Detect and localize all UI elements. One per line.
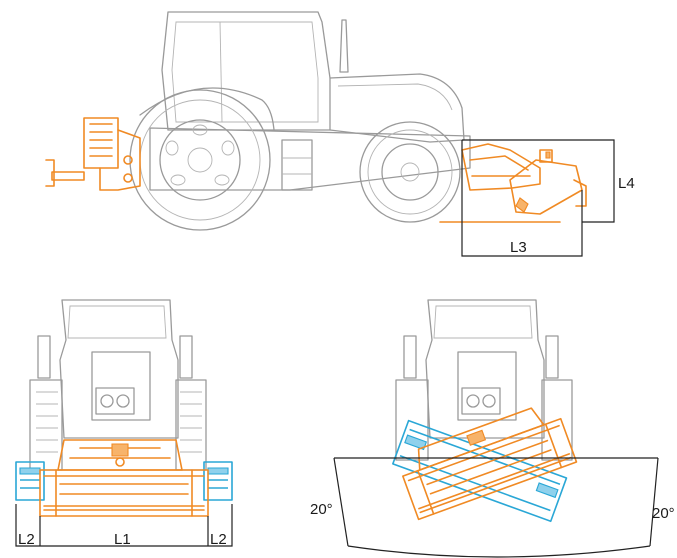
mower-tilted-orange (402, 407, 578, 521)
label-angle-right: 20° (652, 505, 675, 522)
dimension-l3-box (461, 140, 583, 257)
front-view-tilted (333, 299, 659, 558)
label-l3: L3 (510, 239, 527, 256)
label-l2-right: L2 (210, 531, 227, 548)
mower-tilted-blue (392, 419, 568, 523)
tractor-front-outline-2 (395, 299, 573, 461)
front-mower-side (439, 143, 587, 223)
label-l4: L4 (618, 175, 635, 192)
front-view-straight (15, 299, 233, 547)
dimension-l4-box (462, 139, 615, 223)
label-angle-left: 20° (310, 501, 333, 518)
tractor-side-outline (129, 11, 471, 231)
label-l2-left: L2 (18, 531, 35, 548)
dimension-l1-l2-lines (15, 504, 233, 547)
mower-front-orange (39, 439, 209, 517)
rear-hitch-frame (45, 117, 141, 191)
side-view (45, 11, 615, 257)
tilt-angle-arc (333, 457, 659, 558)
label-l1: L1 (114, 531, 131, 548)
